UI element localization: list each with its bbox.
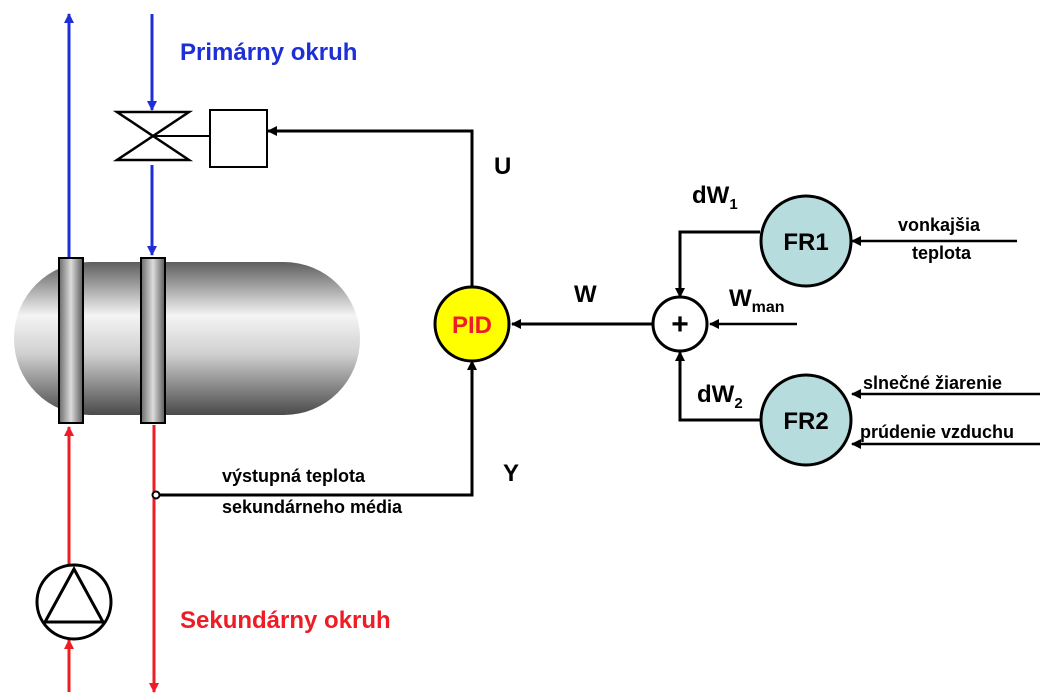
heat-exchanger — [14, 257, 360, 424]
y-signal-line — [158, 360, 477, 497]
dw2-signal-line — [675, 351, 760, 422]
fr1-block[interactable]: FR1 — [759, 194, 853, 288]
pump-triangle-icon — [42, 565, 106, 624]
secondary-circuit-pipes — [64, 425, 159, 693]
dw1-label: dW1 — [692, 182, 738, 213]
primary-circuit-label: Primárny okruh — [180, 39, 357, 66]
pump-casing — [35, 563, 113, 641]
pid-circle — [433, 285, 511, 363]
vessel-body — [14, 262, 360, 415]
flange-right — [140, 257, 166, 424]
sum-sign: + — [671, 308, 689, 341]
output-temp-label-line2: sekundárneho média — [222, 497, 403, 517]
sum-circle — [651, 295, 709, 353]
fr1-label: FR1 — [783, 229, 828, 256]
u-signal-line — [267, 126, 474, 287]
control-valve[interactable] — [112, 109, 268, 168]
valve-actuator — [209, 109, 268, 168]
w-label: W — [574, 281, 597, 308]
outside-temp-label-line2: teplota — [912, 243, 972, 263]
flange-left — [58, 257, 84, 424]
pid-controller[interactable]: PID — [433, 285, 511, 363]
solar-radiation-label: slnečné žiarenie — [863, 373, 1002, 393]
circulation-pump[interactable] — [35, 563, 113, 641]
sensor-point — [151, 490, 161, 500]
fr1-circle — [759, 194, 853, 288]
output-temp-label-line1: výstupná teplota — [222, 466, 366, 486]
signal-lines — [151, 126, 1040, 500]
outside-temp-label-line1: vonkajšia — [898, 215, 981, 235]
u-label: U — [494, 153, 511, 180]
summing-junction: + — [651, 295, 709, 353]
secondary-circuit-label: Sekundárny okruh — [180, 607, 391, 634]
wman-label: Wman — [729, 285, 785, 316]
pid-label: PID — [452, 312, 492, 339]
fr2-circle — [759, 373, 853, 467]
air-flow-label: prúdenie vzduchu — [860, 422, 1014, 442]
fr2-block[interactable]: FR2 — [759, 373, 853, 467]
y-label: Y — [503, 460, 519, 487]
dw1-signal-line — [675, 230, 760, 298]
primary-circuit-pipes — [64, 13, 157, 258]
dw2-label: dW2 — [697, 381, 743, 412]
fr2-label: FR2 — [783, 408, 828, 435]
